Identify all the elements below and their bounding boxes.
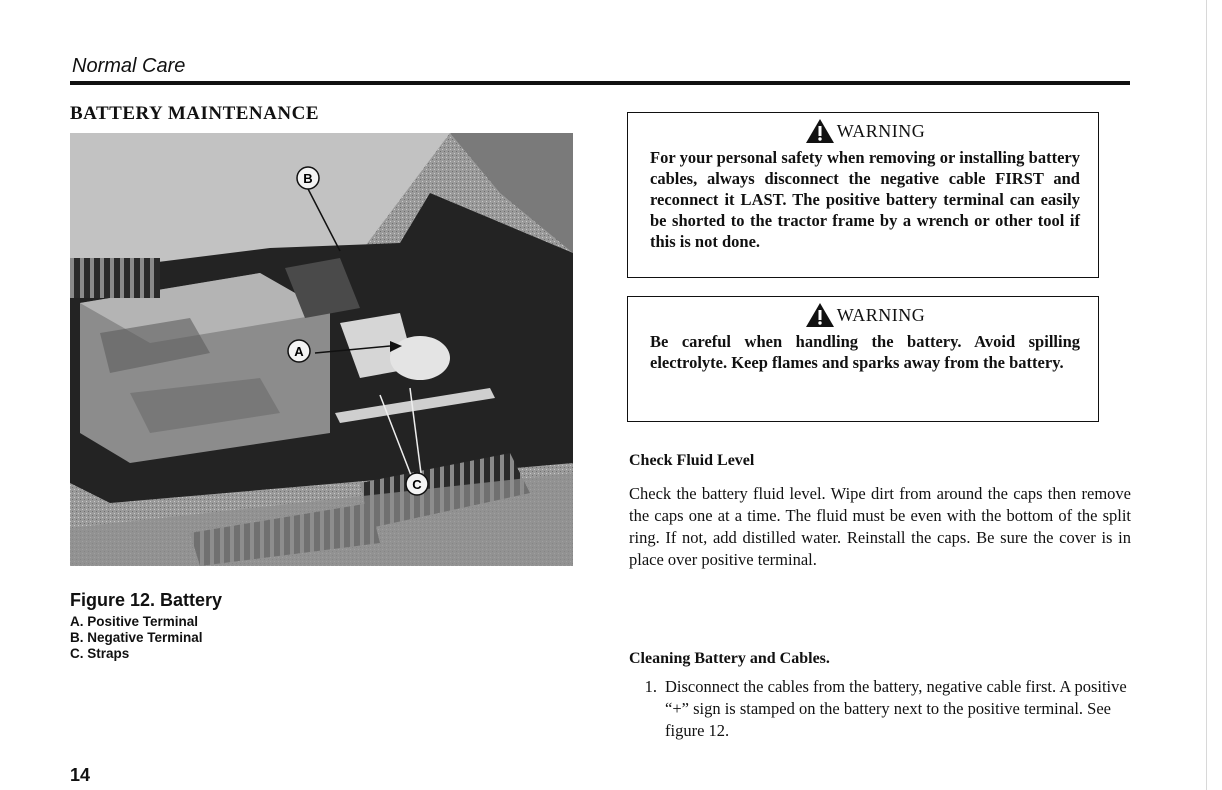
warning-heading: WARNING (650, 302, 1080, 328)
step-text: Disconnect the cables from the battery, … (665, 677, 1127, 740)
warning-box-handling: WARNING Be careful when handling the bat… (627, 296, 1099, 422)
warning-heading: WARNING (650, 118, 1080, 144)
page-number: 14 (70, 765, 91, 785)
callout-c: C (405, 472, 429, 496)
cleaning-heading: Cleaning Battery and Cables. (629, 650, 830, 667)
check-fluid-heading: Check Fluid Level (629, 452, 755, 469)
warning-text: For your personal safety when removing o… (650, 148, 1080, 251)
svg-text:C: C (412, 477, 422, 492)
cleaning-step: 1. Disconnect the cables from the batter… (629, 676, 1131, 742)
page-heading: BATTERY MAINTENANCE (70, 103, 319, 124)
warning-box-cables: WARNING For your personal safety when re… (627, 112, 1099, 278)
figure-item-b: B. Negative Terminal (70, 630, 203, 645)
battery-photo: B A C (70, 133, 573, 566)
warning-triangle-icon (805, 303, 834, 327)
figure-caption: Figure 12. Battery A. Positive Terminal … (70, 590, 222, 662)
warning-label: WARNING (836, 304, 926, 325)
warning-text: Be careful when handling the battery. Av… (650, 332, 1080, 372)
figure-title: Figure 12. Battery (70, 590, 223, 610)
check-fluid-paragraph: Check the battery fluid level. Wipe dirt… (629, 484, 1131, 569)
step-number: 1. (644, 677, 657, 696)
svg-text:A: A (294, 344, 304, 359)
section-title: Normal Care (72, 55, 186, 77)
svg-text:B: B (303, 171, 312, 186)
battery-photo-illustration: B A C (70, 133, 573, 566)
callout-b: B (296, 166, 320, 190)
warning-triangle-icon (805, 119, 834, 143)
header-rule (70, 81, 1130, 85)
figure-item-c: C. Straps (70, 646, 130, 661)
callout-a: A (287, 339, 311, 363)
warning-label: WARNING (836, 120, 926, 141)
scan-edge-line (1206, 0, 1207, 790)
figure-item-a: A. Positive Terminal (70, 614, 199, 629)
